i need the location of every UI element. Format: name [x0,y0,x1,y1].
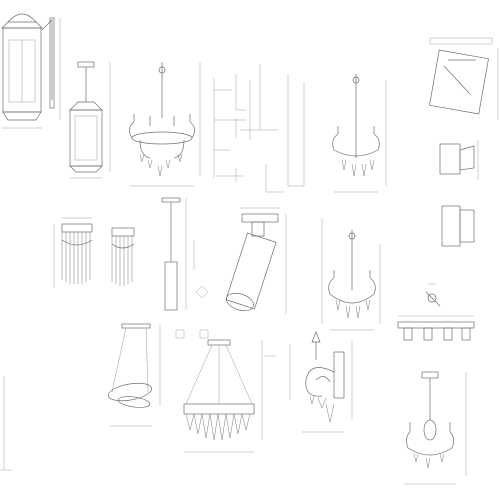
candle-chandelier-right-drawing [332,74,387,193]
crystal-square-chandelier-drawing [183,339,263,453]
ring-pendant-drawing [107,323,209,427]
pendant-lantern-drawing [69,61,111,179]
track-spotlight-drawing [225,207,287,314]
candle-chandelier-top-drawing [129,62,201,187]
outdoor-wall-lantern-drawing [1,13,61,129]
rectangular-wall-lamp-side-drawing [429,37,499,247]
crystal-wall-sconces-drawing [53,217,135,288]
partial-drawing-left-edge [0,376,12,471]
classic-chandelier-bottom-drawing [404,371,467,485]
tube-pendant-drawing [161,197,209,311]
dimension-schematic-top-drawing [213,64,305,193]
baroque-wall-sconce-drawing [264,331,353,433]
crystal-chandelier-right-drawing [321,218,381,331]
ceiling-spot-bar-drawing [397,283,475,341]
